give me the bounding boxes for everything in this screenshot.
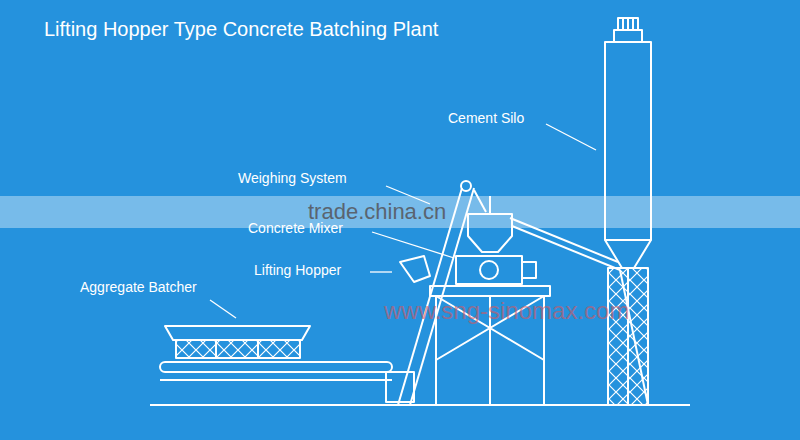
watermark: www.sng-sinomax.com (384, 297, 629, 325)
watermark: trade.china.cn (308, 199, 446, 224)
belt-conveyor (160, 362, 414, 402)
watermark-band (0, 196, 800, 228)
cement-silo (605, 18, 651, 405)
aggregate-batcher (165, 326, 310, 358)
weighing-hopper (468, 196, 512, 252)
leader-lines (210, 124, 596, 318)
lifting-hopper (400, 256, 430, 282)
part-label: Lifting Hopper (254, 262, 341, 278)
concrete-mixer (456, 256, 536, 284)
part-label: Aggregate Batcher (80, 279, 197, 295)
part-label: Cement Silo (448, 110, 524, 126)
diagram-title: Lifting Hopper Type Concrete Batching Pl… (44, 18, 438, 41)
part-label: Weighing System (238, 170, 347, 186)
